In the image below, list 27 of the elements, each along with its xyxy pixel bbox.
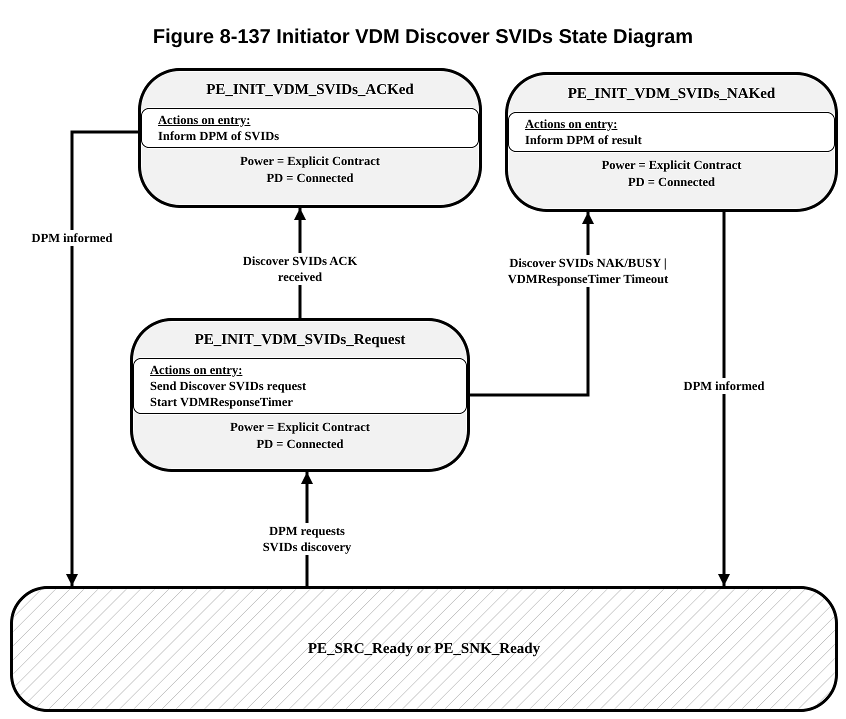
actions-heading: Actions on entry: (150, 362, 242, 378)
ready-state-box (10, 586, 838, 712)
figure-title: Figure 8-137 Initiator VDM Discover SVIDs State Diagram (152, 25, 694, 50)
state-condition: Power = Explicit Contract (240, 152, 380, 170)
action-text: Inform DPM of SVIDs (158, 128, 280, 144)
state-name: PE_INIT_VDM_SVIDs_Request (194, 331, 406, 350)
action-text: Send Discover SVIDs request (150, 378, 306, 394)
edge-label: DPM informed (682, 378, 766, 394)
state-condition: PD = Connected (266, 170, 354, 186)
state-box (130, 318, 470, 472)
state-name: PE_SRC_Ready or PE_SNK_Ready (308, 640, 540, 659)
state-condition: PD = Connected (256, 436, 344, 452)
transition-arrow (470, 212, 594, 396)
transition-arrow (718, 212, 730, 586)
state-box (138, 68, 482, 208)
action-text: Inform DPM of result (525, 132, 642, 148)
action-text: Start VDMResponseTimer (150, 394, 293, 410)
state-condition: Power = Explicit Contract (230, 418, 370, 436)
actions-heading: Actions on entry: (158, 112, 250, 128)
state-box (505, 72, 838, 212)
state-condition: PD = Connected (628, 174, 715, 190)
state-name: PE_INIT_VDM_SVIDs_ACKed (205, 81, 415, 100)
edge-label: DPM informed (30, 230, 114, 246)
state-name: PE_INIT_VDM_SVIDs_NAKed (566, 85, 776, 104)
state-condition: Power = Explicit Contract (602, 156, 742, 174)
actions-heading: Actions on entry: (525, 116, 618, 132)
transition-arrow (66, 130, 138, 586)
